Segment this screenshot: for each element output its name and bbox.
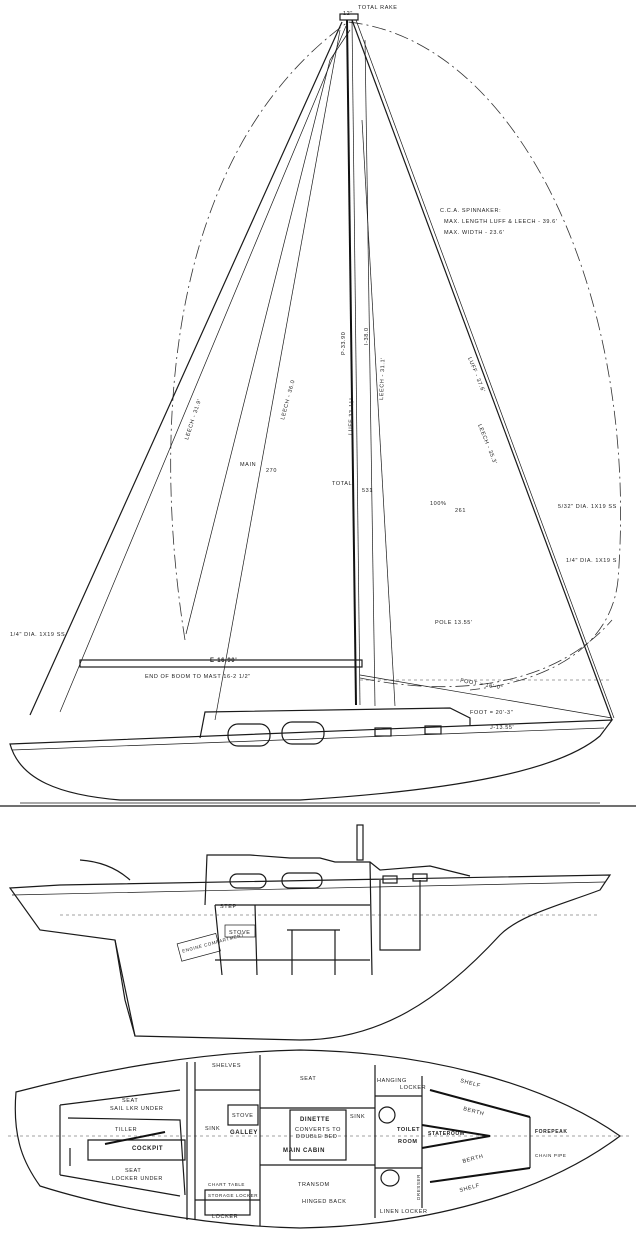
foretriangle-label: 100% [430,501,446,507]
shelves-label: Shelves [212,1063,241,1069]
locker-label: Locker [212,1214,238,1220]
jib-foot [359,674,613,719]
cockpit-label: Cockpit [132,1146,163,1152]
berth-stbd-label: Berth [462,1154,484,1165]
locker-under-label: Locker Under [112,1176,163,1182]
double-bed-label: Double Bed [296,1134,337,1140]
total-area-value: 531 [362,488,373,494]
head-sink-label: Sink [350,1114,365,1120]
p-dimension: P-33.90 [341,332,347,355]
headstay-wire-label: 1/4" Dia. 1x19 S [566,558,617,564]
backstay-wire-label: 1/4" Dia. 1x19 SS [10,632,65,638]
main-area-value: 270 [266,468,277,474]
port-light [227,723,271,747]
cabin-house [199,707,471,739]
hinged-back-label: Hinged Back [302,1199,347,1205]
plan-stove-label: Stove [232,1113,254,1119]
genoa-foot-label: Foot = 20'-3" [470,710,513,716]
spinnaker-luff-leech: Max. Length Luff & Leech - 39.6' [444,219,557,225]
hanging-locker-label: Hanging [377,1078,407,1084]
seat-main-label: Seat [300,1076,316,1082]
mast-stub [356,824,364,861]
head-sink [380,1169,400,1187]
cockpit [67,1117,186,1196]
linen-locker-label: Linen Locker [380,1209,428,1215]
seat-port-label: Seat [122,1098,138,1104]
dresser-label: Dresser [416,1174,421,1200]
forestay-wire-label: 5/32" Dia. 1x19 SS [558,504,617,510]
genoa-foot-curve [359,619,613,687]
jib-leech-label: Leech - 31.1' [379,357,386,400]
backstay [29,21,343,716]
boom [79,659,363,668]
storage-locker-label: Storage Locker [208,1193,258,1198]
total-rake-label: Total Rake [358,5,398,11]
converts-label: Converts to [295,1127,341,1133]
main-cabin-label: Main Cabin [283,1148,325,1154]
profile-cabin [204,854,471,906]
profile-hull [8,874,612,1041]
main-luff-label: Luff 33-11" [348,397,355,435]
spinnaker-leech-label: Leech - 31.9' [184,398,203,441]
j-dimension: J-13.55' [490,725,514,731]
toilet-fixture [378,1106,396,1124]
galley-sink-label: Sink [205,1126,220,1132]
shelf-port-label: Shelf [459,1078,481,1089]
chart-table-label: Chart Table [208,1182,245,1187]
engine-compartment-label: Engine Compartment [182,932,245,953]
main-leech-line [214,29,341,721]
port-light [281,721,325,745]
forepeak-label: Forepeak [535,1129,568,1135]
jib-luff [364,39,376,707]
rake-value: 12" [343,11,353,17]
mast [346,19,357,706]
tiller-line [104,1131,166,1145]
rudder [114,939,136,1037]
dinette-label: Dinette [300,1117,330,1123]
sail-plan-hull [9,719,614,801]
berth-port-label: Berth [462,1106,484,1117]
forestay [351,19,613,721]
seat-stbd-label: Seat [125,1168,141,1174]
tiller-label: Tiller [115,1127,137,1133]
total-area-label: Total [332,481,352,487]
profile-stove-label: Stove [229,930,251,936]
dinette-table [289,1109,347,1161]
main-leech-label: Leech - 36.0 [280,379,296,420]
boom-end-label: End of Boom to Mast 16-2 1/2" [145,674,251,680]
pole-label: Pole 13.55' [435,620,473,626]
forward-locker-label: Locker [400,1085,426,1091]
spinnaker-width: Max. Width - 23.6' [444,230,504,236]
step-label: Step [220,904,237,910]
shelf-stbd-label: Shelf [459,1183,481,1194]
masthead [339,13,359,21]
transom-label: Transom [298,1182,330,1188]
toilet-label: Toilet [397,1127,420,1133]
room-label: Room [398,1139,418,1145]
stateroom-label: Stateroom [428,1131,465,1137]
plan-hull [14,1049,622,1229]
e-dimension: E-16.90' [210,658,237,664]
i-dimension: I-38.0 [364,327,370,345]
accommodation-plan: Shelves Seat Seat Sail Lkr Under Stove D… [8,1049,632,1229]
genoa-leech-label: Leech - 35.3' [476,424,498,466]
sail-locker-label: Sail Lkr Under [110,1106,163,1112]
spinnaker-outline [170,21,621,691]
chain-pipe-label: Chain Pipe [535,1153,567,1158]
galley-label: Galley [230,1130,258,1136]
foretriangle-area: 261 [455,508,466,514]
spinnaker-title: C.C.A. Spinnaker: [440,208,501,214]
genoa-luff-label: Luff - 37.6' [466,357,486,394]
inboard-profile: Step Stove Engine Compartment [8,824,612,1041]
mainsail-leech [185,29,351,635]
sail-plan: Total Rake 12" C.C.A. Spinnaker: Max. Le… [0,5,636,807]
main-area-label: Main [240,462,256,468]
